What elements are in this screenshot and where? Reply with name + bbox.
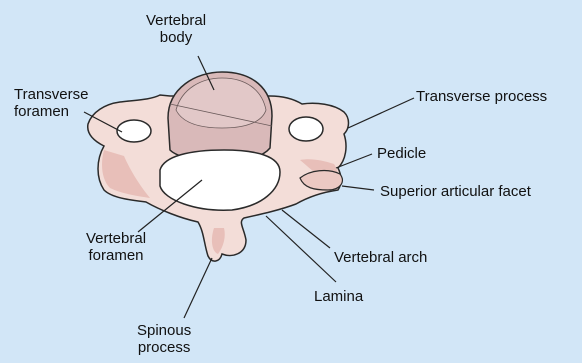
label-lamina: Lamina — [314, 288, 363, 305]
leader-vertebral-arch — [282, 210, 330, 248]
leader-spinous-process — [184, 258, 212, 318]
label-transverse-foramen: Transverse foramen — [14, 86, 88, 120]
label-vertebral-body: Vertebral body — [146, 12, 206, 46]
leader-superior-articular-facet — [342, 186, 374, 190]
label-pedicle: Pedicle — [377, 145, 426, 162]
leader-transverse-process — [348, 98, 414, 128]
transverse-foramen-left — [117, 120, 151, 142]
label-superior-articular-facet: Superior articular facet — [380, 183, 531, 200]
label-vertebral-foramen: Vertebral foramen — [86, 230, 146, 264]
transverse-foramen-right — [289, 117, 323, 141]
leader-lamina — [266, 216, 336, 282]
label-transverse-process: Transverse process — [416, 88, 547, 105]
label-vertebral-arch: Vertebral arch — [334, 249, 427, 266]
label-spinous-process: Spinous process — [137, 322, 191, 356]
